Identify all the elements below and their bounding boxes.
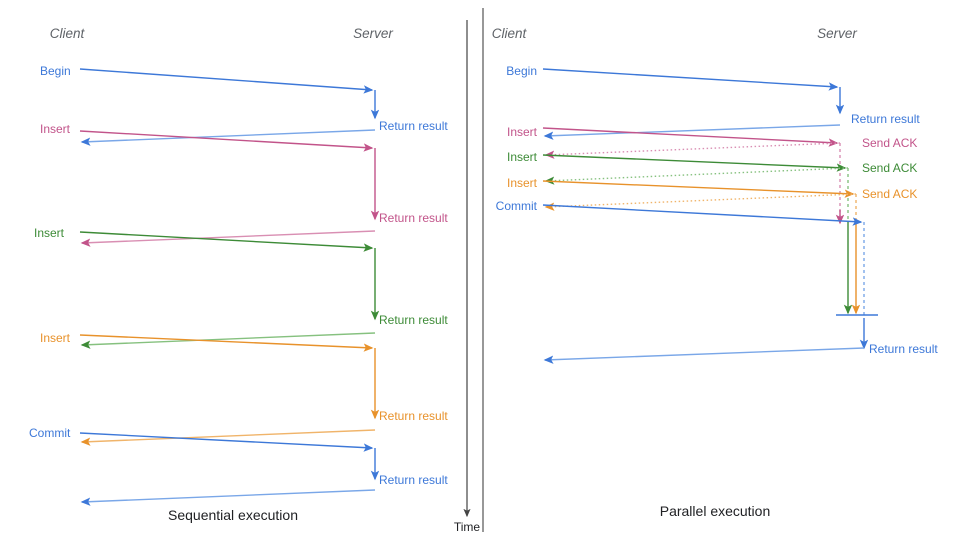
response-arrow [543, 124, 841, 140]
ack-arrow [544, 142, 841, 159]
sequential-flow-0-blue [79, 68, 380, 146]
sequential-panel-caption: Sequential execution [168, 507, 298, 523]
parallel-message-label-1: Return result [851, 112, 920, 126]
parallel-message-label-8: Commit [496, 199, 538, 213]
sequential-message-label-3: Return result [379, 211, 448, 225]
ack-arrow [544, 167, 849, 185]
request-arrow [542, 204, 863, 226]
parallel-message-label-7: Send ACK [862, 187, 917, 201]
sequential-message-label-8: Commit [29, 426, 71, 440]
sequential-flow-1-pink [79, 130, 380, 247]
sequential-flow-4-blue [79, 432, 380, 506]
parallel-client-actor-label: Client [492, 26, 528, 41]
response-arrow [80, 129, 376, 146]
ack-arrow [544, 193, 857, 211]
sequential-message-label-6: Insert [40, 331, 71, 345]
sequential-message-label-2: Insert [40, 122, 71, 136]
sequential-message-label-9: Return result [379, 473, 448, 487]
parallel-message-label-4: Insert [507, 150, 538, 164]
parallel-message-label-6: Insert [507, 176, 538, 190]
sequential-message-label-7: Return result [379, 409, 448, 423]
request-arrow [79, 334, 374, 352]
response-arrow [80, 230, 376, 247]
time-axis-group: Time [454, 20, 481, 534]
parallel-message-label-3: Send ACK [862, 136, 917, 150]
parallel-panel-caption: Parallel execution [660, 503, 771, 519]
actor-labels-group: Client Server Client Server [50, 26, 858, 41]
parallel-flow-1-pink [542, 127, 845, 225]
response-arrow [80, 429, 376, 446]
request-arrow [542, 180, 855, 198]
time-axis-label: Time [454, 520, 481, 534]
parallel-message-label-9: Return result [869, 342, 938, 356]
parallel-flow-0-blue [542, 68, 845, 140]
sequential-flow-2-green [79, 231, 380, 349]
request-arrow [79, 130, 374, 152]
response-arrow [80, 489, 376, 506]
request-arrow [79, 432, 374, 452]
parallel-message-label-0: Begin [506, 64, 537, 78]
parallel-flow-2-green [542, 154, 853, 315]
parallel-flow-3-orange [542, 180, 861, 315]
sequential-message-label-1: Return result [379, 119, 448, 133]
sequential-message-label-5: Return result [379, 313, 448, 327]
parallel-message-label-5: Send ACK [862, 161, 917, 175]
request-arrow [542, 68, 839, 91]
parallel-message-label-2: Insert [507, 125, 538, 139]
request-arrow [542, 154, 847, 172]
sequential-message-label-4: Insert [34, 226, 65, 240]
sequential-server-actor-label: Server [353, 26, 393, 41]
response-arrow [80, 332, 376, 349]
request-arrow [79, 68, 374, 94]
message-flows-group [79, 68, 878, 506]
sequential-flow-3-orange [79, 334, 380, 446]
sequential-message-label-0: Begin [40, 64, 71, 78]
response-arrow [543, 347, 865, 364]
panel-captions-group: Sequential execution Parallel execution [168, 503, 770, 523]
sequential-client-actor-label: Client [50, 26, 86, 41]
parallel-flow-4-blue [542, 204, 869, 364]
request-arrow [79, 231, 374, 252]
parallel-server-actor-label: Server [817, 26, 857, 41]
request-arrow [542, 127, 839, 147]
